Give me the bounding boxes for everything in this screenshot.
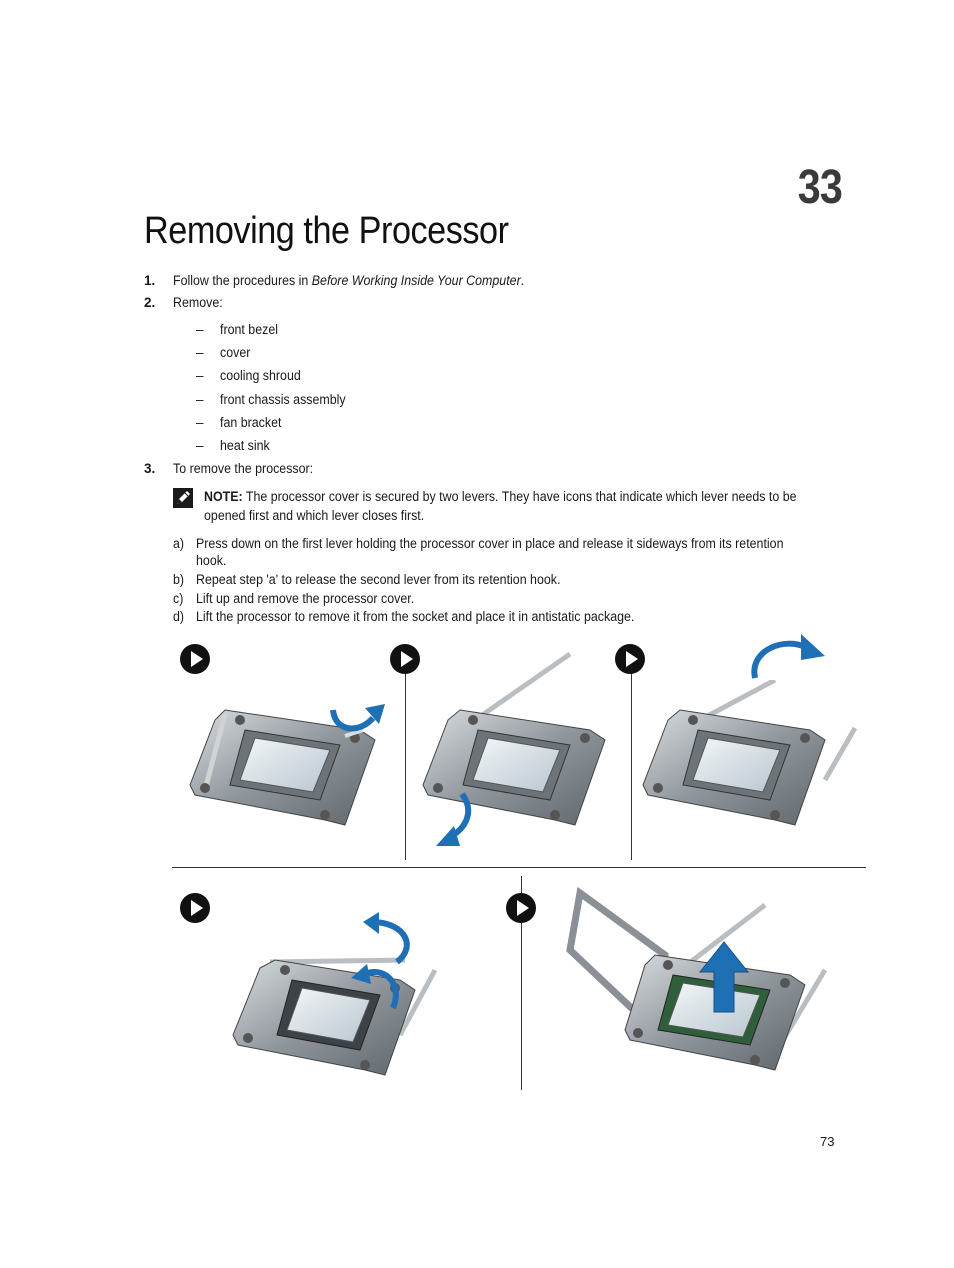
- socket-illustration-step2: [422, 651, 606, 826]
- figure-divider: [405, 645, 406, 860]
- cross-reference-link[interactable]: Before Working Inside Your Computer: [311, 273, 521, 288]
- substep-text: Lift up and remove the processor cover.: [196, 591, 415, 606]
- curved-arrow-icon: [351, 912, 410, 1010]
- note-label: NOTE:: [204, 489, 243, 504]
- substep-letter: d): [173, 609, 185, 624]
- note-text-cont: opened first and which lever closes firs…: [204, 508, 425, 523]
- page-title: Removing the Processor: [144, 210, 509, 252]
- curved-arrow-icon: [436, 792, 472, 846]
- chapter-number: 33: [797, 161, 843, 214]
- pencil-note-icon: [173, 488, 193, 508]
- socket-illustration-step3: [642, 680, 858, 826]
- substep-letter: b): [173, 572, 185, 587]
- step-text: Follow the procedures in Before Working …: [173, 273, 525, 288]
- play-icon: [615, 644, 645, 674]
- curved-arrow-icon: [751, 634, 825, 679]
- figure-divider: [631, 645, 632, 860]
- play-icon: [180, 644, 210, 674]
- note-text: NOTE: The processor cover is secured by …: [204, 489, 797, 504]
- substep-letter: c): [173, 591, 184, 606]
- list-item: heat sink: [220, 438, 270, 453]
- substep-text: Press down on the first lever holding th…: [196, 536, 784, 551]
- figure-divider: [172, 867, 866, 868]
- curved-arrow-icon: [330, 704, 385, 732]
- step-text: Remove:: [173, 295, 223, 310]
- list-item: cover: [220, 345, 251, 360]
- list-item: cooling shroud: [220, 368, 301, 383]
- list-item: fan bracket: [220, 415, 282, 430]
- substep-letter: a): [173, 536, 185, 551]
- socket-illustration-step4: [232, 957, 438, 1076]
- list-bullet: –: [196, 438, 204, 453]
- list-bullet: –: [196, 345, 204, 360]
- play-icon: [180, 893, 210, 923]
- list-bullet: –: [196, 415, 204, 430]
- list-item: front chassis assembly: [220, 392, 346, 407]
- play-icon: [506, 893, 536, 923]
- substep-text-cont: hook.: [196, 553, 227, 568]
- figure-divider: [521, 876, 522, 1090]
- step-text: To remove the processor:: [173, 461, 314, 476]
- substep-text: Repeat step 'a' to release the second le…: [196, 572, 561, 587]
- socket-illustration-step1: [189, 709, 376, 826]
- list-item: front bezel: [220, 322, 279, 337]
- step-number: 3.: [144, 461, 156, 476]
- list-bullet: –: [196, 392, 204, 407]
- list-bullet: –: [196, 322, 204, 337]
- page-number: 73: [820, 1134, 835, 1149]
- substep-text: Lift the processor to remove it from the…: [196, 609, 635, 624]
- step-number: 1.: [144, 273, 156, 288]
- step-number: 2.: [144, 295, 156, 310]
- play-icon: [390, 644, 420, 674]
- list-bullet: –: [196, 368, 204, 383]
- up-arrow-icon: [698, 941, 750, 1013]
